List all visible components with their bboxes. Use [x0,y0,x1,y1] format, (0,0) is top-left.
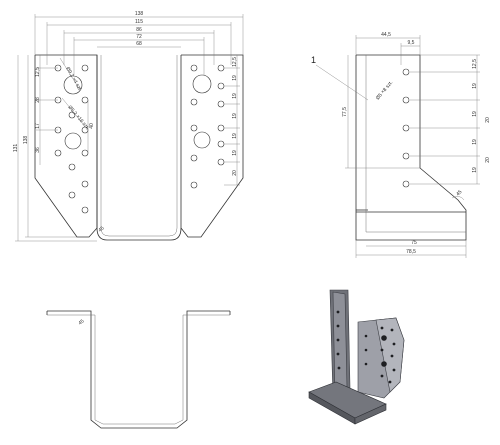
hole [190,181,198,189]
large-hole [64,132,82,150]
dim-72: 72 [136,34,142,40]
hole [217,64,225,72]
dim-28: 28 [35,97,41,103]
hole [402,96,410,104]
hole [68,191,76,199]
angle-45-side: 45 [455,189,463,197]
side-dim-19a: 19 [472,83,478,89]
large-hole [192,74,212,94]
angle-45-front: 45 [97,225,105,233]
front-top-dimensions: 138 115 86 72 68 [34,11,244,75]
render-left-wing [332,291,348,397]
callout-1: 1 [311,55,316,65]
hole [190,154,198,162]
dim-right-19e: 19 [232,150,238,156]
hole [217,158,225,166]
dim-36: 36 [35,147,41,153]
dim-17: 17 [35,123,41,129]
front-left-dimensions: 12,5 28 17 36 138 131 [13,55,97,242]
side-right-dimensions: 12,5 19 19 19 19 20 20 [410,54,491,185]
hole [402,180,410,188]
hole [402,152,410,160]
plan-outline [47,310,230,429]
hole [217,124,225,132]
hole [190,98,198,106]
front-u-bottom [96,227,182,241]
note-hole-5-2: Ø5,2 ×16 szt. [66,104,90,131]
large-hole [193,131,211,149]
front-right-wing-outline [180,54,244,238]
render-base-edge-right [354,403,387,425]
callout-leader [315,64,369,101]
dim-78-5: 78,5 [406,249,416,255]
dim-12-5-left: 12,5 [35,67,41,77]
hole [81,96,89,104]
front-right-holes [190,64,225,189]
plan-inner-outline [47,314,230,425]
note-hole-5: Ø5 ×8 szt. [375,80,394,101]
front-u-inner [100,55,178,237]
hole [217,140,225,148]
dim-9-5: 9,5 [408,40,415,46]
dim-right-19b: 19 [232,93,238,99]
hole [81,180,89,188]
dim-115: 115 [135,19,143,25]
dim-right-19c: 19 [232,113,238,119]
dim-right-12-5: 12,5 [232,57,238,67]
render-left-holes [336,310,341,370]
side-angle-arc [451,196,465,201]
side-dim-20b: 20 [485,157,491,163]
side-outline [355,54,467,241]
large-hole [63,75,83,95]
dim-40: 40 [89,123,95,129]
dim-131: 131 [13,144,19,153]
hole [402,124,410,132]
dim-138: 138 [135,11,144,17]
front-right-dimensions: 12,5 19 19 19 19 19 20 [224,55,240,186]
side-dim-19b: 19 [472,111,478,117]
hole [81,206,89,214]
dim-44-5: 44,5 [381,32,391,38]
hole [68,111,76,119]
front-left-holes [54,64,89,214]
side-dim-12-5: 12,5 [472,59,478,69]
dim-138-vertical: 138 [23,136,29,145]
hole [190,124,198,132]
hole [54,149,62,157]
side-view: 1 44,5 9,5 77,5 Ø5 ×8 szt. 12,5 19 19 19 [311,32,491,258]
side-dim-19d: 19 [472,167,478,173]
dim-right-19a: 19 [232,75,238,81]
side-dim-19c: 19 [472,139,478,145]
front-view: 138 115 86 72 68 12,5 28 17 36 138 131 [13,11,244,242]
hole [81,149,89,157]
side-holes [402,68,410,188]
side-dim-20a: 20 [485,117,491,123]
dim-86: 86 [136,27,142,33]
render-right-holes [364,326,396,384]
bracket-3d-render [308,289,405,425]
dim-right-20: 20 [232,170,238,176]
hole [81,64,89,72]
angle-45-plan: 45 [77,318,85,326]
hole [68,163,76,171]
hole [217,82,225,90]
dim-right-19d: 19 [232,133,238,139]
plan-view: 45 [46,310,231,429]
dim-68: 68 [136,41,142,47]
dim-77-5: 77,5 [342,107,348,117]
hole [190,64,198,72]
dim-75: 75 [411,240,417,246]
hole [402,68,410,76]
hole [217,100,225,108]
